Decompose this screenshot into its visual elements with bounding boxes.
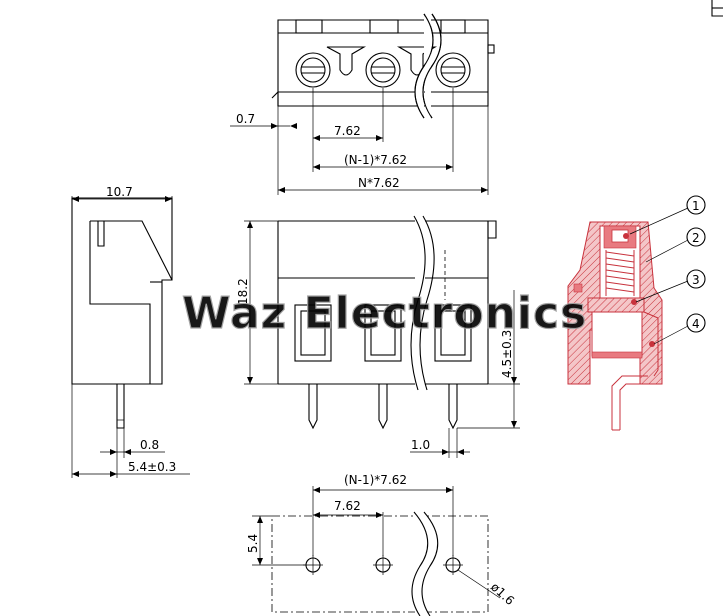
front-pin-2 (378, 384, 388, 430)
side-dim-pin-width: 0.8 (140, 438, 159, 452)
front-dim-pin-length: 4.5±0.3 (500, 330, 514, 378)
svg-text:3: 3 (692, 273, 700, 287)
side-dim-width: 10.7 (106, 185, 133, 199)
pcb-dim-hole: ø1.6 (488, 580, 517, 608)
top-screw-3 (435, 52, 471, 88)
front-window-2 (364, 304, 402, 362)
front-pin-3 (448, 384, 458, 430)
screw-thread (605, 250, 635, 296)
front-dim-pin-thickness: 1.0 (411, 438, 430, 452)
top-screw-2 (365, 52, 401, 88)
callout-1: 1 (629, 195, 706, 235)
svg-text:2: 2 (692, 231, 700, 245)
callout-4: 4 (653, 313, 706, 345)
side-view: 10.7 0.8 5.4±0.3 (71, 185, 190, 478)
side-dim-pin-offset: 5.4±0.3 (128, 460, 176, 474)
top-view: 0.7 7.62 (N-1)*7.62 N*7.62 (230, 13, 495, 195)
front-window-1 (294, 304, 332, 362)
front-window-3 (434, 304, 472, 362)
pcb-dim-pitch-span: (N-1)*7.62 (344, 473, 407, 487)
corner-frame-fragment (711, 0, 723, 17)
front-dim-height: 18.2 (236, 278, 250, 305)
front-view: 18.2 (236, 215, 520, 458)
top-dim-total: N*7.62 (358, 176, 400, 190)
section-view: 1 2 3 4 (567, 195, 706, 431)
pcb-layout: (N-1)*7.62 7.62 5.4 ø1.6 (246, 473, 517, 616)
pcb-dim-pitch: 7.62 (334, 499, 361, 513)
svg-text:1: 1 (692, 199, 700, 213)
top-dim-pitch-span: (N-1)*7.62 (344, 153, 407, 167)
top-dim-pitch: 7.62 (334, 124, 361, 138)
svg-text:4: 4 (692, 317, 700, 331)
pcb-dim-row-offset: 5.4 (246, 534, 260, 553)
top-dim-offset: 0.7 (236, 112, 255, 126)
callout-3: 3 (635, 269, 706, 303)
pcb-hole-2 (373, 555, 393, 575)
top-screw-1 (295, 52, 331, 88)
pcb-hole-3 (443, 555, 463, 575)
front-pin-1 (308, 384, 318, 430)
callout-2: 2 (645, 227, 706, 263)
watermark: Waz Electronics (182, 288, 587, 339)
